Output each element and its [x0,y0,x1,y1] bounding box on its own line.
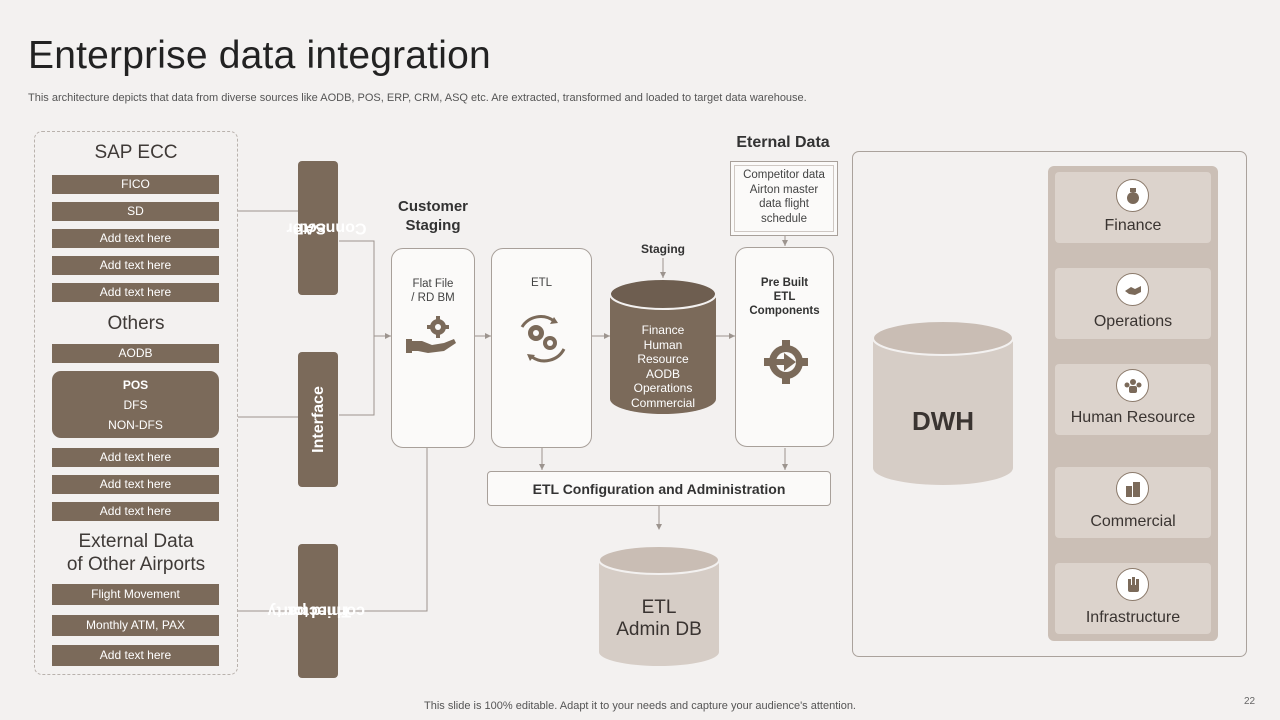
flat-file-line: / RD BM [411,292,455,304]
sap-ecc-heading: SAP ECC [94,142,178,163]
external-item: Add text here [52,645,219,666]
page-title: Enterprise data integration [28,34,491,77]
eternal-data-heading: Eternal Data [736,134,830,151]
etl-config-bar: ETL Configuration and Administration [487,471,831,506]
sap-connector: SAP Connector [287,161,367,295]
external-item: Monthly ATM, PAX [52,615,219,636]
interface-label: Interface [309,386,327,453]
money-bag-icon [1116,179,1149,212]
external-heading: External Data of Other Airports [36,530,236,576]
others-item: Add text here [52,475,219,494]
people-group-icon [1116,369,1149,402]
staging-line: Human [643,337,683,352]
etl-admin-cylinder [598,546,720,666]
handshake-icon [1116,273,1149,306]
external-heading-line: External Data [78,531,194,552]
etl-gears-icon [520,315,566,363]
etl-box-label: ETL [530,277,553,289]
prebuilt-line: Pre Built [760,277,809,289]
staging-line: Commercial [630,395,695,410]
dwh-label: DWH [911,406,975,436]
module-label: Finance [1104,217,1162,234]
etl-box: ETL [491,248,592,448]
staging-line: AODB [645,366,680,381]
pos-line: NON-DFS [108,418,163,432]
flat-file-box: Flat File / RD BM [391,248,475,448]
sap-connector-line: Connector [286,219,367,237]
prebuilt-label: Pre Built ETL Components [736,276,833,318]
eternal-data-line: Competitor data [743,169,825,181]
pos-box: POS DFS NON-DFS [52,371,219,438]
buildings-icon [1116,472,1149,505]
eternal-data-line: data flight [759,198,809,210]
dwh-panel [852,151,1247,657]
page-subtitle: This architecture depicts that data from… [28,92,807,104]
eternal-data-box: Competitor data Airton master data fligh… [730,161,838,236]
module-label: Commercial [1090,513,1176,530]
prebuilt-line: ETL [773,291,796,303]
sap-item: Add text here [52,256,219,275]
module-label: Human Resource [1070,409,1196,426]
prebuilt-line: Components [749,305,820,317]
eternal-data-line: schedule [760,212,808,225]
hand-icon [1116,568,1149,601]
others-item-aodb: AODB [52,344,219,363]
dwh-cylinder [872,321,1014,485]
others-item: Add text here [52,502,219,521]
prebuilt-box: Pre Built ETL Components [735,247,834,447]
third-party-line: connector [287,602,366,620]
staging-line: Finance [641,323,685,337]
sap-item: Add text here [52,283,219,302]
flat-file-line: Flat File [412,278,454,290]
eternal-data-inner-border [734,165,834,232]
flat-file-label: Flat File / RD BM [392,277,474,305]
page-number: 22 [1244,696,1256,707]
customer-staging-line: Customer [397,198,468,215]
staging-label: Staging [641,242,685,256]
external-item: Flight Movement [52,584,219,605]
module-label: Operations [1093,313,1173,330]
sap-item: Add text here [52,229,219,248]
staging-contents: Finance Human Resource AODB Operations C… [610,323,716,410]
others-item: Add text here [52,448,219,467]
customer-staging-label: Customer Staging [380,197,486,235]
etl-admin-line: Admin DB [616,619,702,640]
sap-item: FICO [52,175,219,194]
customer-staging-line: Staging [405,217,461,234]
interface-connector: Interface [298,352,338,487]
eternal-data-line: Airton master [749,183,819,196]
hand-gear-icon [406,316,456,353]
pos-line: POS [122,378,149,392]
staging-line: Operations [633,381,693,395]
others-heading: Others [107,313,165,334]
eternal-data-text: Competitor data Airton master data fligh… [731,168,837,226]
etl-admin-line: ETL [641,597,677,618]
etl-admin-label: ETL Admin DB [598,597,720,641]
staging-line: Resource [637,352,689,366]
staging-cylinder [609,279,717,414]
sources-panel [34,131,238,675]
pos-line: DFS [123,398,148,412]
module-label: Infrastructure [1085,609,1181,626]
gear-arrow-icon [764,340,808,384]
external-heading-line: of Other Airports [66,554,206,575]
footer-note: This slide is 100% editable. Adapt it to… [424,700,856,712]
third-party-connector: Third party connector [268,544,365,678]
sap-item: SD [52,202,219,221]
